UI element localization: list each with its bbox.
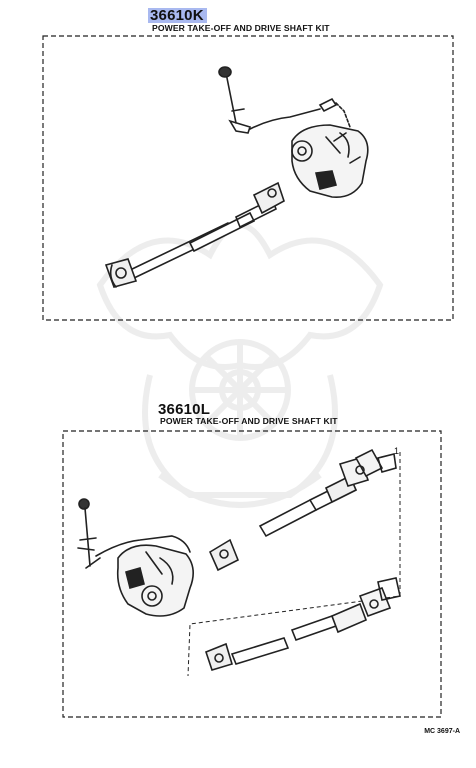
kit-1-diagram — [40, 33, 456, 323]
shift-lever — [225, 72, 237, 124]
kit-header-1: 36610K — [148, 8, 207, 23]
shift-lever-2 — [84, 507, 91, 567]
callout-number: 1 — [394, 446, 399, 456]
drive-shaft — [127, 222, 229, 272]
diagram-code: MC 3697-A — [424, 728, 460, 735]
part-number-36610L[interactable]: 36610L — [158, 401, 211, 418]
kit-title-2: POWER TAKE-OFF AND DRIVE SHAFT KIT — [160, 416, 338, 426]
kit-2-diagram: 1 — [60, 428, 444, 720]
part-number-36610K[interactable]: 36610K — [148, 8, 207, 23]
samurai-helmet-watermark-icon — [96, 222, 384, 508]
kit-header-2: 36610L — [158, 402, 210, 417]
kit-title-1: POWER TAKE-OFF AND DRIVE SHAFT KIT — [152, 23, 330, 33]
